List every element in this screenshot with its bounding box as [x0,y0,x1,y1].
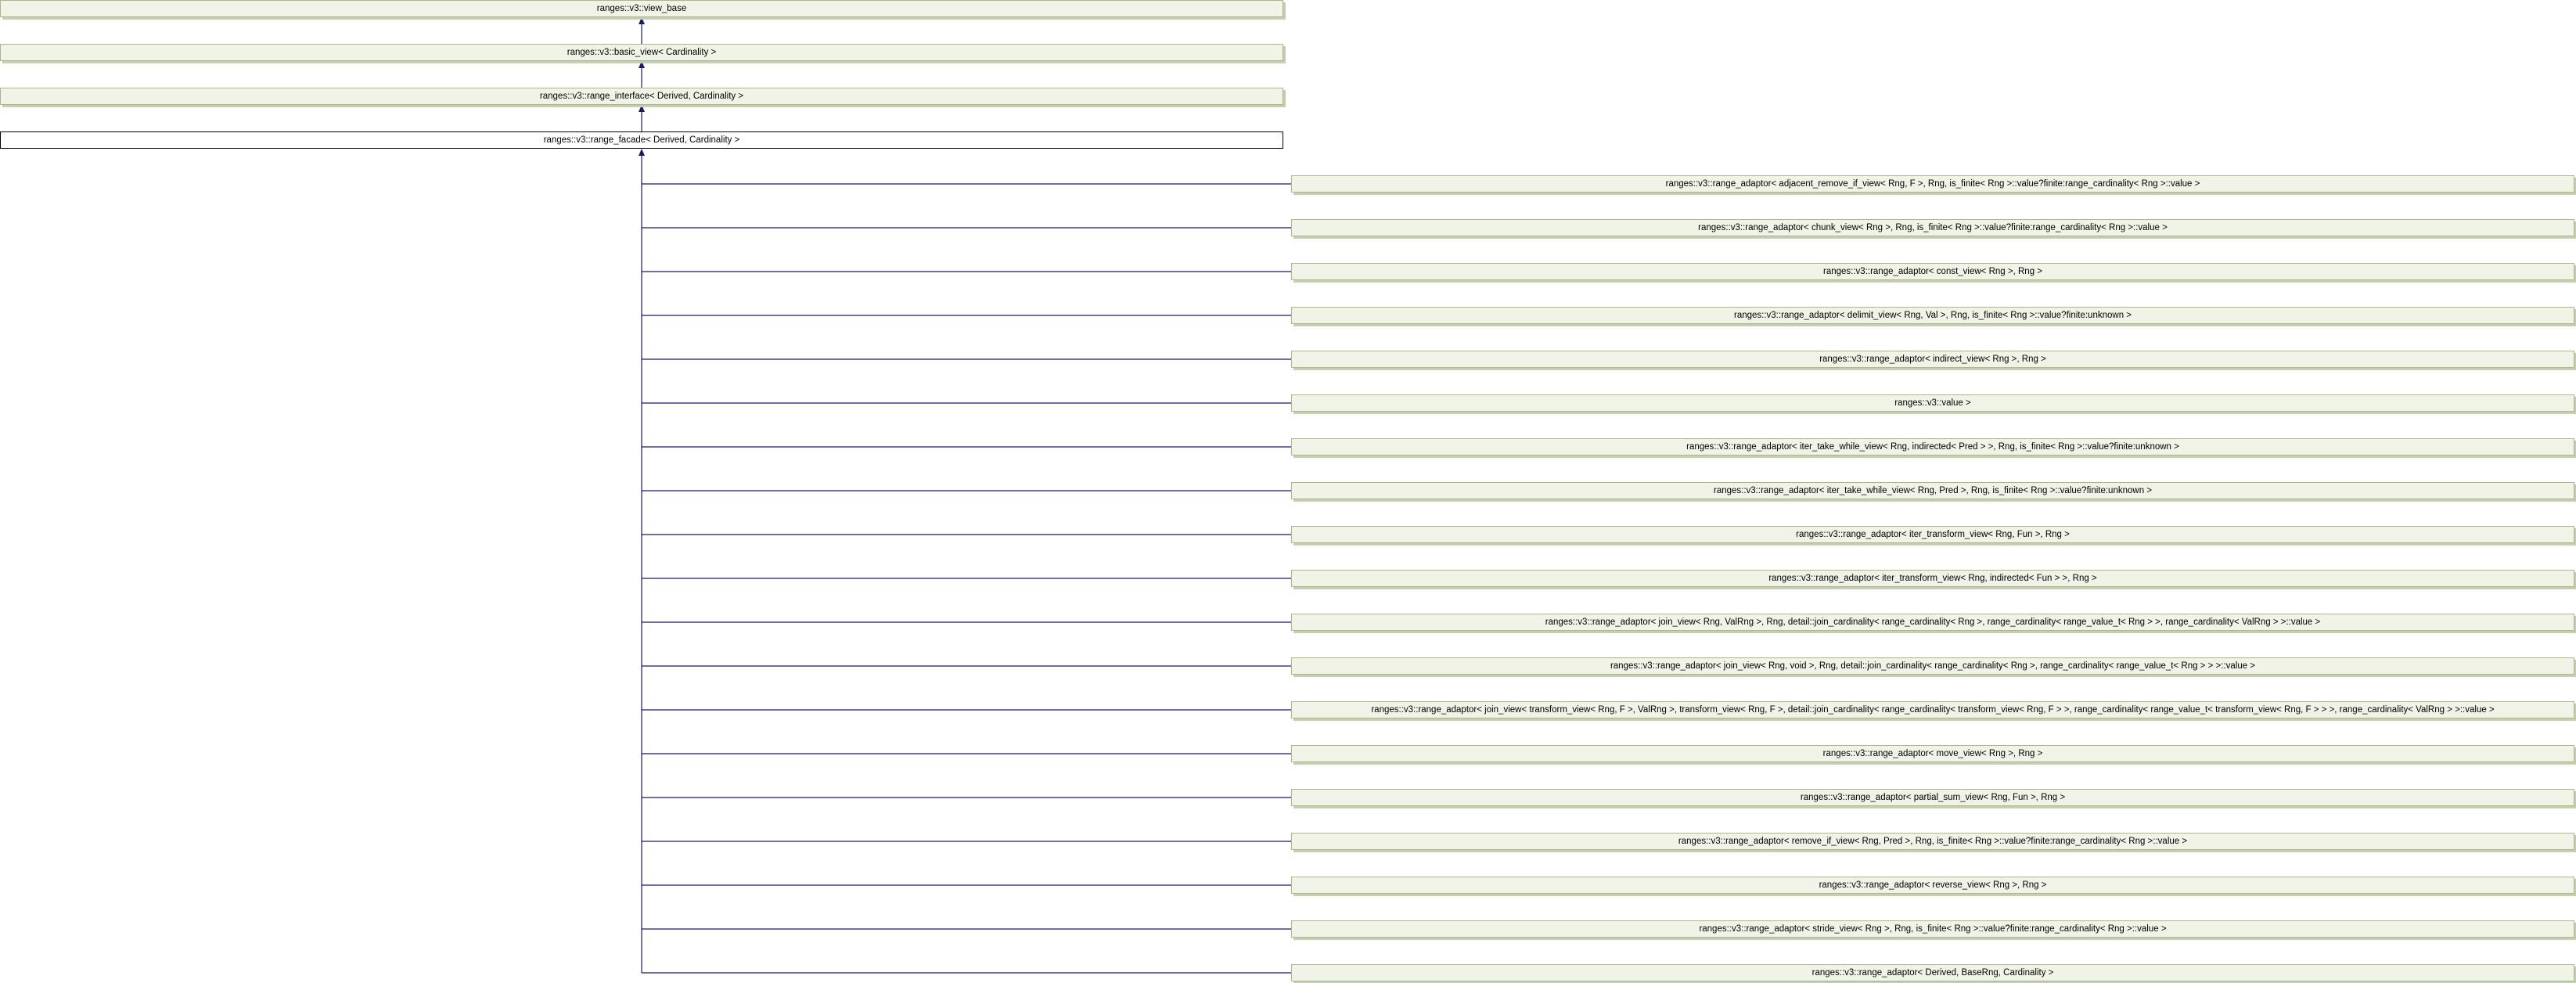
derived-node-chunk-view[interactable]: ranges::v3::range_adaptor< chunk_view< R… [1291,219,2574,236]
derived-node-partial-sum-view[interactable]: ranges::v3::range_adaptor< partial_sum_v… [1291,789,2574,806]
inheritance-arrow-icon [639,105,645,112]
derived-node-adjacent-remove-if-view[interactable]: ranges::v3::range_adaptor< adjacent_remo… [1291,175,2574,193]
derived-node-delimit-view[interactable]: ranges::v3::range_adaptor< delimit_view<… [1291,307,2574,324]
derived-node-reverse-view[interactable]: ranges::v3::range_adaptor< reverse_view<… [1291,877,2574,894]
class-node-range-interface[interactable]: ranges::v3::range_interface< Derived, Ca… [0,88,1283,105]
inheritance-arrow-icon [639,149,645,156]
class-node-view-base[interactable]: ranges::v3::view_base [0,0,1283,17]
inheritance-arrow-icon [639,17,645,24]
derived-node-iter-take-while-view[interactable]: ranges::v3::range_adaptor< iter_take_whi… [1291,482,2574,499]
inheritance-arrow-icon [639,61,645,68]
derived-node-indirect-view[interactable]: ranges::v3::range_adaptor< indirect_view… [1291,351,2574,368]
derived-node-const-view[interactable]: ranges::v3::range_adaptor< const_view< R… [1291,263,2574,280]
derived-node-derived-basrng[interactable]: ranges::v3::range_adaptor< Derived, Base… [1291,964,2574,981]
derived-node-iter-transform-view-indirected[interactable]: ranges::v3::range_adaptor< iter_transfor… [1291,570,2574,587]
derived-node-join-view-void[interactable]: ranges::v3::range_adaptor< join_view< Rn… [1291,657,2574,675]
derived-node-stride-view[interactable]: ranges::v3::range_adaptor< stride_view< … [1291,920,2574,938]
derived-node-remove-if-view[interactable]: ranges::v3::range_adaptor< remove_if_vie… [1291,833,2574,850]
class-node-range-facade-current: ranges::v3::range_facade< Derived, Cardi… [0,131,1283,149]
derived-node-iter-take-while-view-indirected[interactable]: ranges::v3::range_adaptor< iter_take_whi… [1291,438,2574,455]
derived-node-move-view[interactable]: ranges::v3::range_adaptor< move_view< Rn… [1291,745,2574,762]
derived-node-iter-transform-view[interactable]: ranges::v3::range_adaptor< iter_transfor… [1291,526,2574,543]
derived-node-join-view-transform-view[interactable]: ranges::v3::range_adaptor< join_view< tr… [1291,701,2574,718]
derived-node-join-view-valrng[interactable]: ranges::v3::range_adaptor< join_view< Rn… [1291,614,2574,631]
class-node-basic-view[interactable]: ranges::v3::basic_view< Cardinality > [0,44,1283,61]
derived-node-value[interactable]: ranges::v3::value > [1291,394,2574,412]
